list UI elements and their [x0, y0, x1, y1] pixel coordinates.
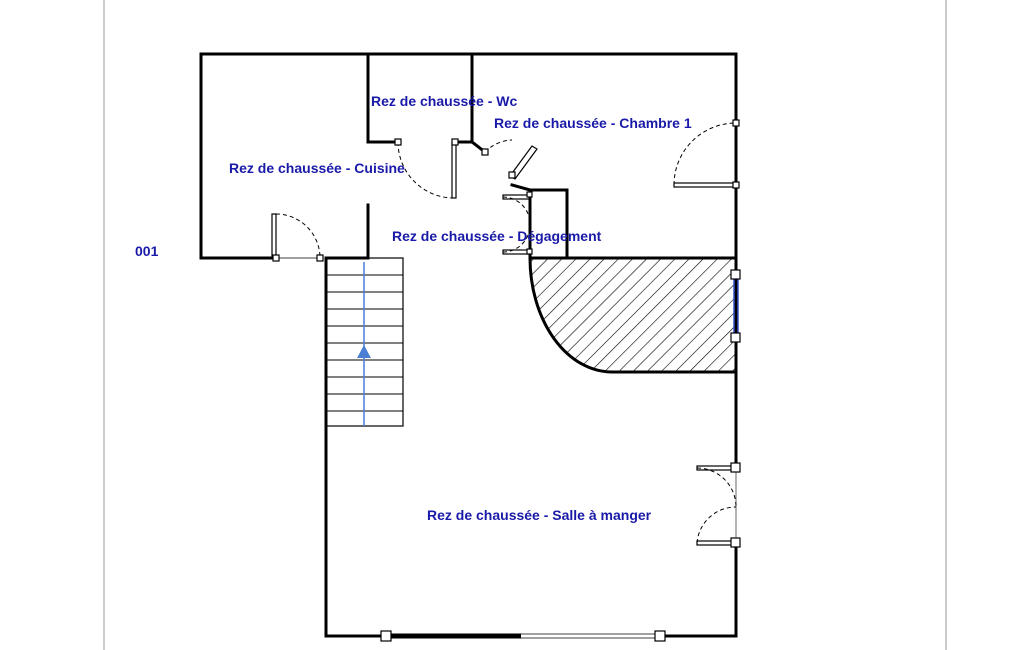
door-nodes: [272, 119, 741, 548]
door-swings: [275, 122, 737, 544]
bottom-opening: [380, 630, 666, 642]
room-label-degagement: Rez de chaussée - Dégagement: [392, 228, 602, 244]
stair-arrow-head-icon: [357, 345, 371, 358]
level-label: 001: [135, 243, 159, 259]
room-label-wc: Rez de chaussée - Wc: [371, 93, 517, 109]
staircase: [325, 257, 404, 427]
hatched-closet: [528, 256, 738, 374]
room-label-chambre: Rez de chaussée - Chambre 1: [494, 115, 692, 131]
room-label-cuisine: Rez de chaussée - Cuisine: [229, 160, 405, 176]
selected-window[interactable]: [730, 269, 741, 343]
room-label-salle: Rez de chaussée - Salle à manger: [427, 507, 652, 523]
